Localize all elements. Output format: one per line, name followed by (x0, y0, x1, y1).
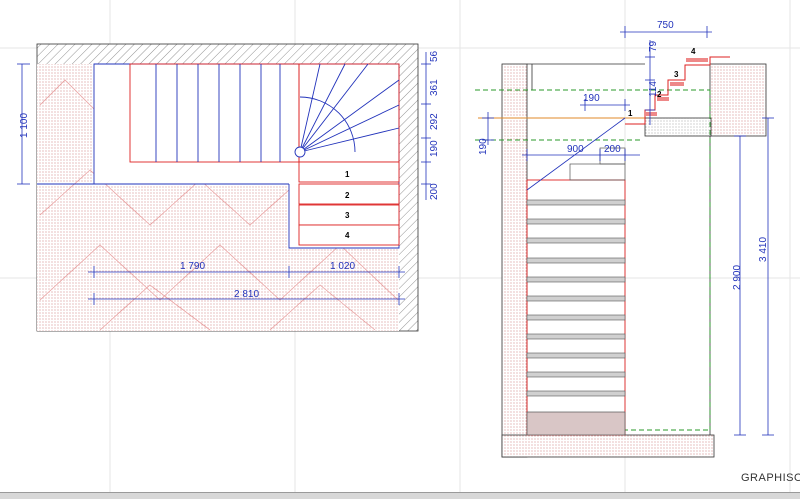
section-dim-190-left: 190 (478, 112, 494, 155)
taskbar-strip[interactable] (0, 492, 800, 499)
brand-logo-text: GRAPHISOFT (741, 472, 800, 484)
plan-step-number: 2 (345, 191, 350, 200)
plan-view[interactable]: 1 2 3 4 1 100 56 361 292 190 200 (17, 43, 440, 332)
straight-flight (129, 63, 300, 163)
plan-dims-right: 56 361 292 190 200 (421, 50, 440, 200)
section-left-wall (501, 63, 528, 458)
svg-text:190: 190 (583, 93, 600, 104)
section-dim-2900: 2 900 (732, 135, 746, 436)
winder-steps (294, 63, 400, 163)
svg-text:1 100: 1 100 (19, 113, 30, 138)
section-dim-900-200: 900 200 (522, 144, 640, 161)
svg-text:1 020: 1 020 (330, 261, 355, 272)
floor-tile-lines (39, 79, 399, 331)
plan-dim-left: 1 100 (17, 63, 30, 185)
plan-step-number: 3 (345, 211, 350, 220)
svg-text:56: 56 (429, 50, 440, 62)
section-dim-top: 750 (620, 20, 712, 38)
svg-text:750: 750 (657, 20, 674, 31)
svg-text:190: 190 (478, 138, 489, 155)
plan-step-number: 1 (345, 170, 350, 179)
section-step-number: 3 (674, 70, 679, 79)
newel-post (294, 146, 306, 158)
svg-text:114: 114 (648, 81, 659, 97)
svg-text:2 810: 2 810 (234, 289, 259, 300)
section-upper-steps: 1 2 3 4 (625, 47, 730, 125)
svg-text:292: 292 (429, 113, 440, 130)
svg-text:900: 900 (567, 144, 584, 155)
section-floor-slab (501, 434, 715, 458)
plan-dims-bottom: 1 790 1 020 2 810 (88, 261, 405, 305)
section-dim-190-inner: 190 (580, 93, 630, 111)
section-dim-3410: 3 410 (758, 117, 774, 436)
section-step-number: 1 (628, 109, 633, 118)
svg-text:1 790: 1 790 (180, 261, 205, 272)
landing-steps: 1 2 3 4 (298, 161, 400, 246)
svg-text:79: 79 (648, 40, 659, 52)
section-view[interactable]: 1 2 3 4 750 79 114 190 (475, 20, 774, 458)
plan-step-number: 4 (345, 231, 350, 240)
svg-text:200: 200 (429, 183, 440, 200)
svg-text:3 410: 3 410 (758, 237, 769, 262)
svg-text:2 900: 2 900 (732, 265, 743, 290)
section-landing-slab (644, 117, 712, 137)
section-step-number: 4 (691, 47, 696, 56)
section-upper-slab (709, 63, 767, 137)
svg-text:361: 361 (429, 79, 440, 96)
section-step-number: 2 (657, 90, 662, 99)
svg-text:190: 190 (429, 140, 440, 157)
section-dims-steps: 79 114 (645, 40, 659, 125)
section-treads (526, 117, 626, 436)
svg-text:200: 200 (604, 144, 621, 155)
